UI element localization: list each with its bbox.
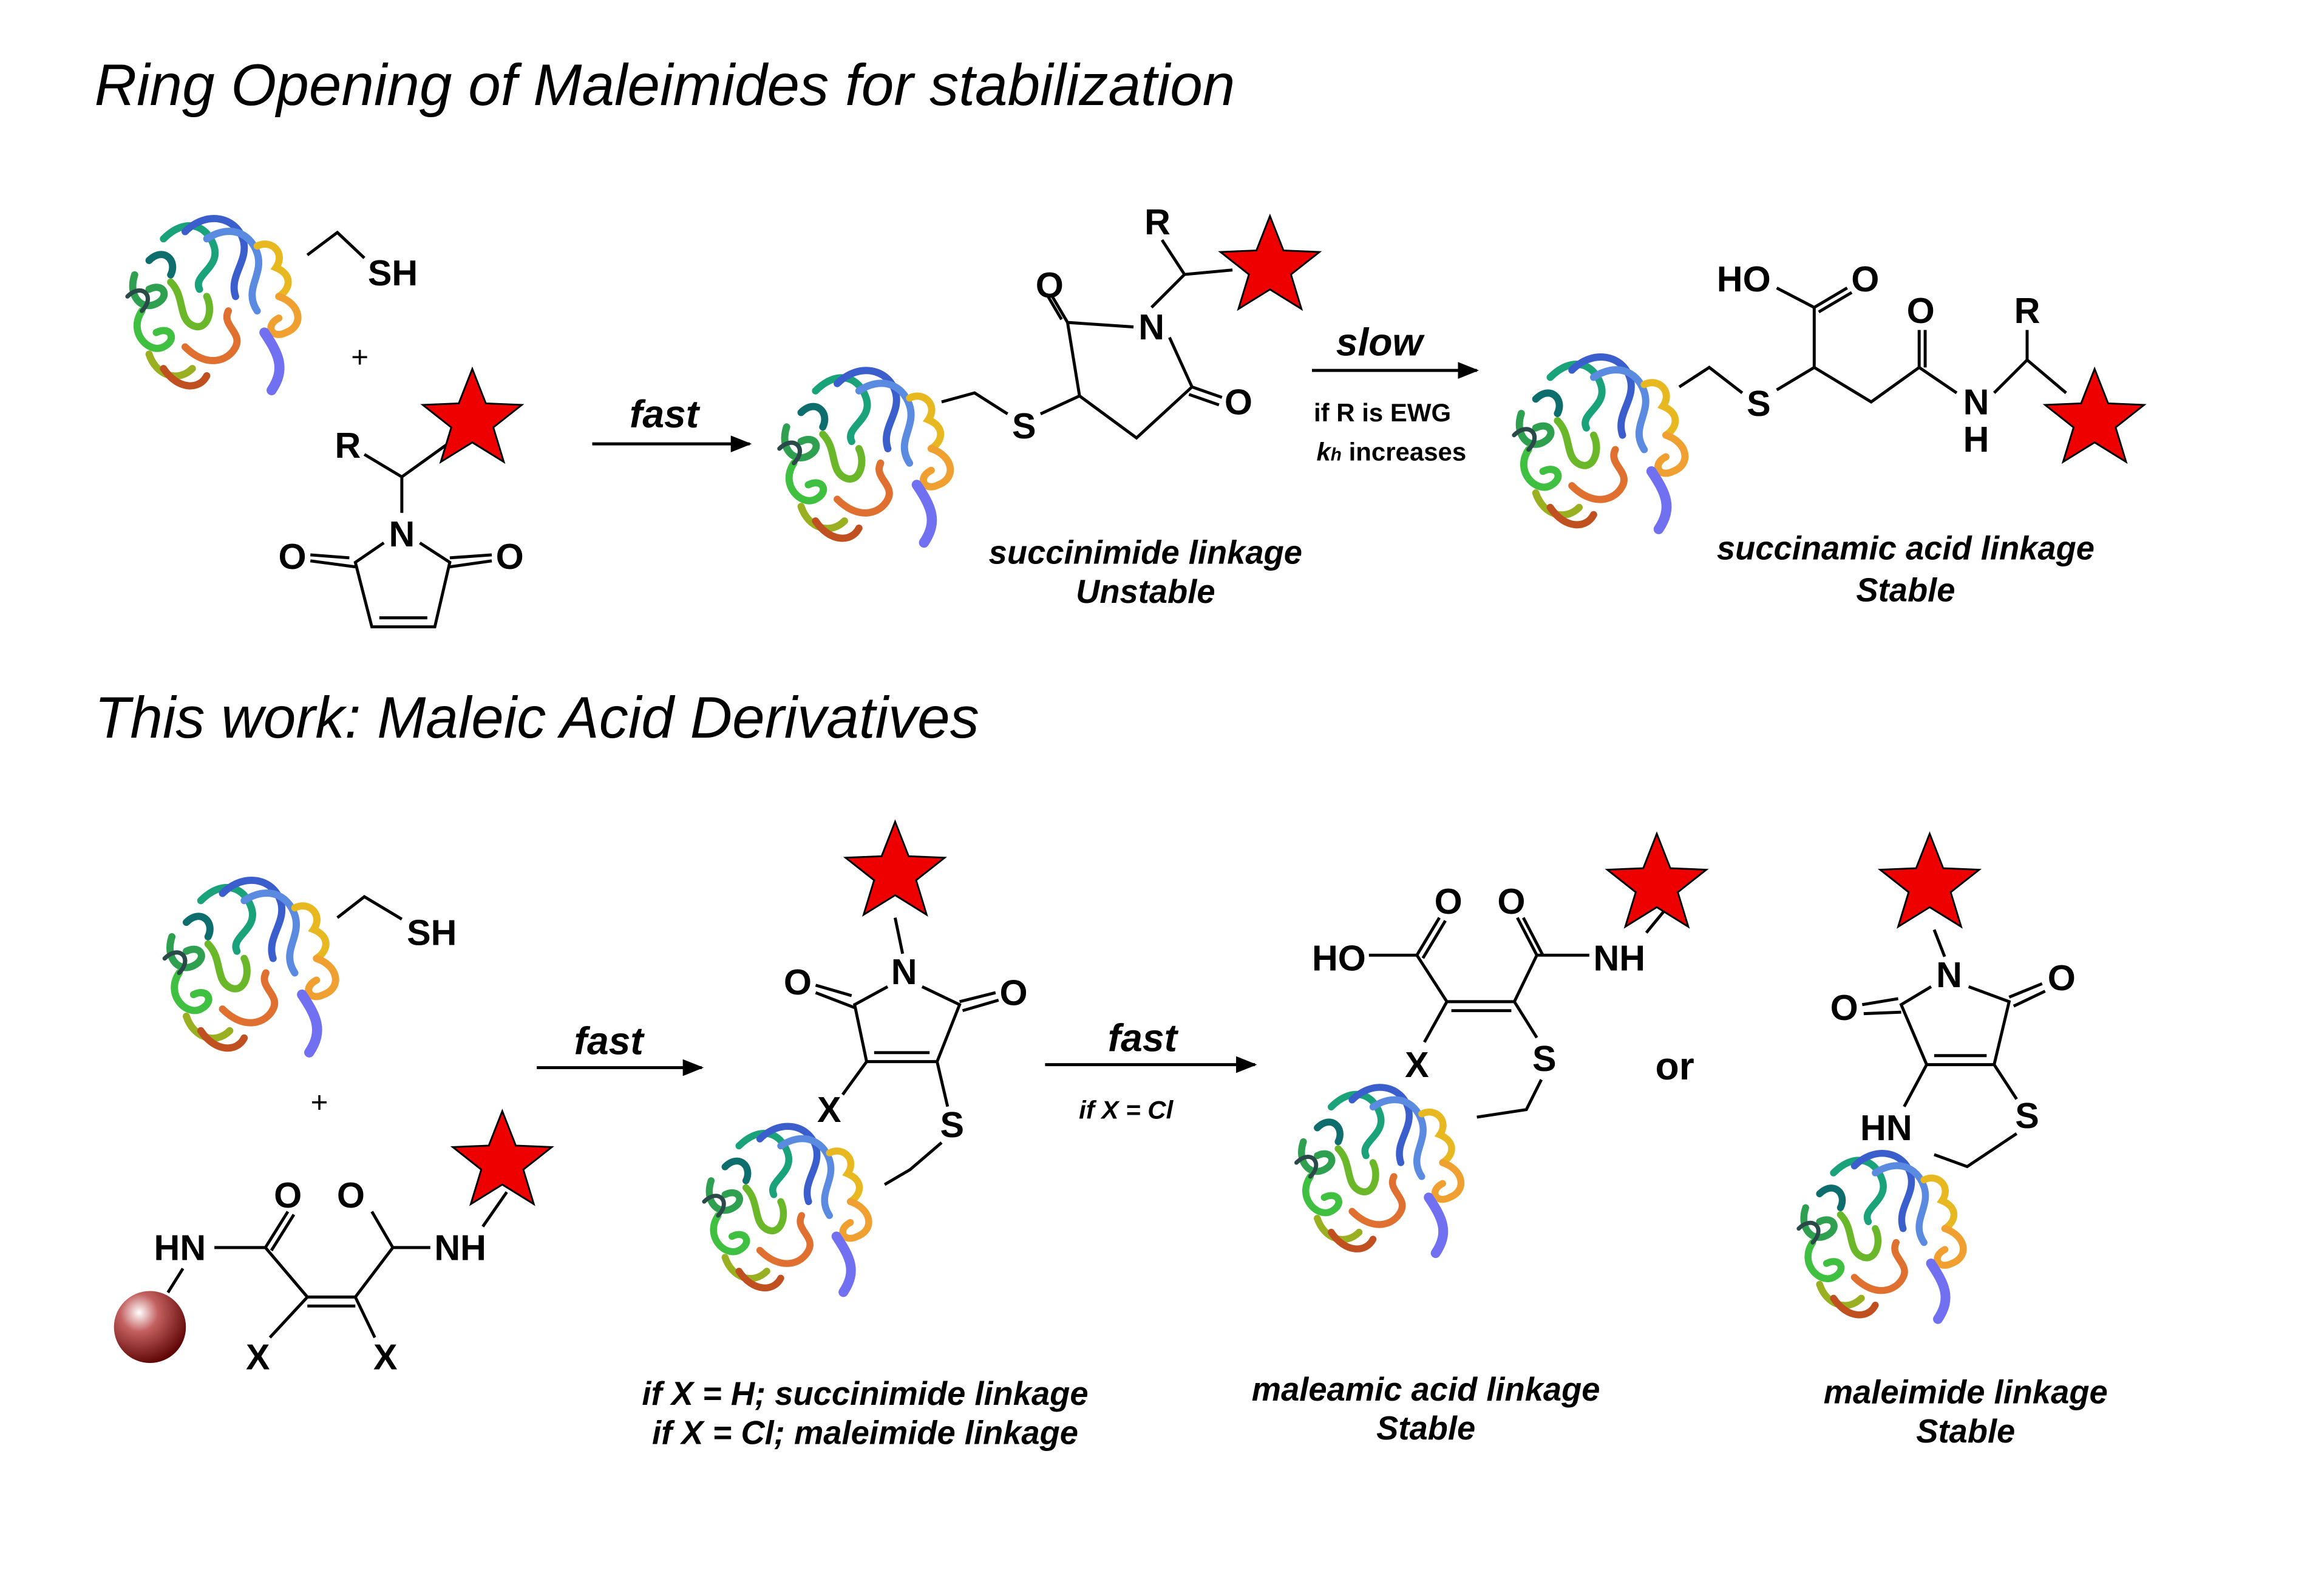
title-bottom: This work: Maleic Acid Derivatives [95, 685, 979, 750]
atom-h: H [1963, 419, 1989, 460]
protein-icon [704, 1126, 869, 1292]
atom-ho: HO [1717, 259, 1771, 299]
atom-r: R [2014, 290, 2040, 331]
bond [815, 917, 999, 1186]
bond [166, 1191, 508, 1339]
bond [306, 230, 365, 259]
label-star-icon [421, 368, 523, 463]
atom-o: O [1225, 381, 1252, 422]
protein-icon [1296, 1087, 1461, 1253]
atom-sh: SH [368, 253, 418, 293]
atom-s: S [1747, 383, 1771, 424]
protein-icon [1514, 357, 1685, 529]
atom-o: O [1036, 265, 1064, 305]
atom-o: O [279, 536, 307, 577]
atom-r: R [335, 425, 361, 466]
atom-x: X [373, 1337, 398, 1378]
atom-s: S [2015, 1095, 2039, 1136]
note-kh-increases: kh increases [1316, 437, 1466, 466]
atom-nh: NH [434, 1227, 486, 1268]
protein-icon [1799, 1154, 1963, 1319]
atom-o: O [274, 1175, 302, 1215]
label-star-icon [1219, 215, 1320, 310]
atom-sh: SH [407, 912, 457, 953]
atom-o: O [1435, 881, 1463, 922]
arrow-label-fast: fast [574, 1019, 645, 1062]
label-succinimide-linkage: succinimide linkage [989, 534, 1302, 571]
atom-o: O [1907, 290, 1935, 331]
atom-o: O [1497, 881, 1525, 922]
bond [310, 542, 492, 628]
atom-s: S [1012, 406, 1036, 446]
atom-o: O [337, 1175, 365, 1215]
or-text: or [1656, 1044, 1694, 1088]
bond [941, 391, 1008, 415]
label-maleimide-linkage: maleimide linkage [1824, 1374, 2108, 1411]
atom-o: O [784, 962, 812, 1002]
label-if-x-h: if X = H; succinimide linkage [642, 1375, 1088, 1412]
label-star-icon [844, 821, 946, 916]
note-r-ewg: if R is EWG [1314, 398, 1451, 427]
atom-n: N [1138, 307, 1164, 347]
arrow-label-slow: slow [1336, 320, 1425, 364]
atom-o: O [2048, 957, 2076, 998]
atom-r: R [1144, 202, 1170, 242]
atom-x: X [246, 1337, 270, 1378]
protein-icon [780, 370, 951, 543]
label-star-icon [452, 1110, 553, 1205]
protein-icon [165, 880, 336, 1053]
label-star-icon [1879, 832, 1980, 928]
atom-n: N [1936, 954, 1962, 995]
atom-s: S [940, 1104, 964, 1145]
plus-sign: + [351, 341, 369, 374]
label-stable: Stable [1916, 1413, 2015, 1450]
label-star-icon [1606, 832, 1707, 928]
atom-n: N [891, 951, 917, 992]
atom-o: O [1830, 987, 1858, 1028]
bond [1776, 287, 2067, 404]
label-succinamic-linkage: succinamic acid linkage [1717, 529, 2095, 566]
note-if-x-cl: if X = Cl [1079, 1096, 1174, 1124]
atom-o: O [999, 973, 1027, 1013]
atom-n: N [1963, 381, 1989, 422]
label-stable: Stable [1376, 1410, 1475, 1447]
atom-s: S [1532, 1038, 1557, 1079]
label-if-x-cl: if X = Cl; maleimide linkage [652, 1414, 1078, 1451]
label-stable: Stable [1856, 571, 1955, 608]
resin-bead-icon [114, 1291, 186, 1364]
arrow-label-fast: fast [630, 392, 701, 436]
bond [1368, 906, 1669, 1119]
label-star-icon [2044, 368, 2146, 463]
atom-o: O [496, 536, 524, 577]
atom-hn: HN [1860, 1107, 1912, 1148]
bond [1039, 239, 1233, 440]
bond [363, 441, 451, 513]
atom-x: X [817, 1089, 841, 1130]
protein-icon [127, 219, 298, 390]
plus-sign: + [311, 1086, 328, 1120]
bond [1861, 929, 2046, 1169]
atom-o: O [1851, 259, 1879, 299]
arrow-label-fast: fast [1108, 1016, 1179, 1059]
label-unstable: Unstable [1076, 573, 1215, 610]
atom-ho: HO [1312, 938, 1366, 979]
bond [336, 895, 403, 921]
atom-hn: HN [154, 1227, 206, 1268]
atom-x: X [1405, 1044, 1429, 1085]
label-maleamic-linkage: maleamic acid linkage [1252, 1371, 1600, 1408]
title-top: Ring Opening of Maleimides for stabiliza… [95, 53, 1235, 118]
atom-nh: NH [1593, 938, 1645, 979]
bond [1678, 365, 1744, 395]
atom-n: N [389, 514, 415, 554]
